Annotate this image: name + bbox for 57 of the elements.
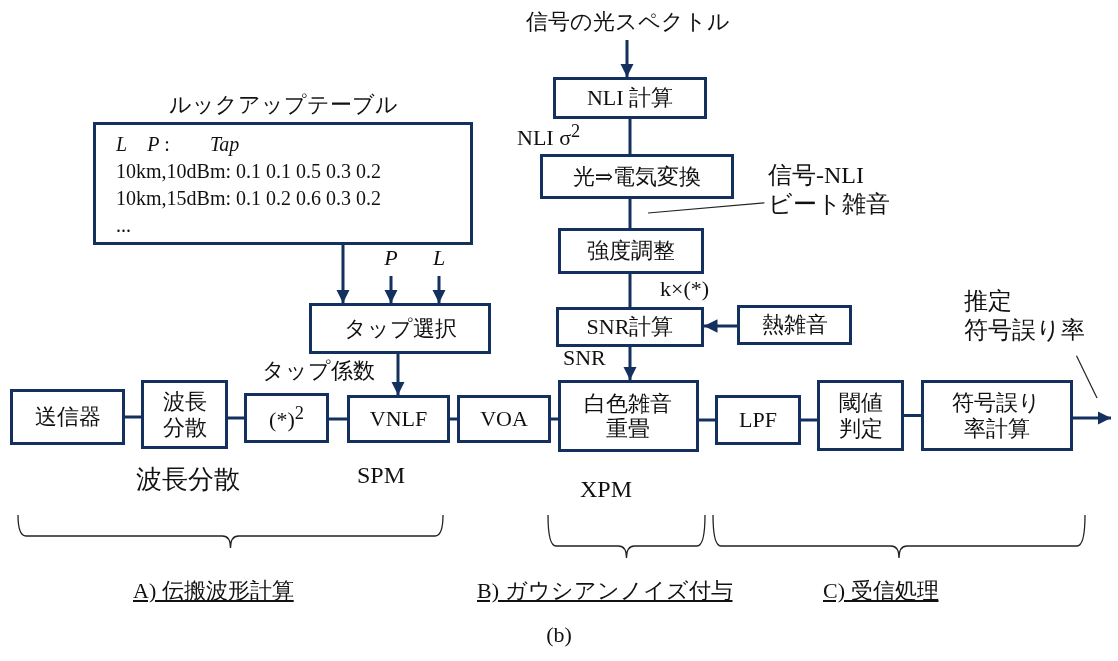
section-label: 波長分散 [136, 464, 240, 496]
process-box: 強度調整 [558, 228, 704, 274]
connector-line [329, 417, 347, 421]
arrow [384, 276, 398, 303]
connector-line [125, 415, 141, 419]
table-row-text: ... [116, 213, 132, 238]
connector-line [551, 417, 558, 421]
group-title: A) 伝搬波形計算 [133, 577, 294, 605]
process-box: 送信器 [10, 389, 125, 445]
section-label: SPM [357, 462, 406, 489]
process-box: LPF [715, 395, 801, 445]
edge-label: タップ係数 [262, 357, 375, 385]
annotation-text: 推定 符号誤り率 [964, 284, 1116, 348]
process-box: SNR計算 [556, 307, 704, 347]
table-heading: ルックアップテーブル [167, 91, 399, 119]
annotation-text: 信号-NLI ビート雑音 [768, 158, 948, 222]
group-title: C) 受信処理 [823, 577, 939, 605]
table-row-text: 10km,15dBm: 0.1 0.2 0.6 0.3 0.2 [116, 186, 382, 211]
leader-line [647, 202, 765, 214]
process-box: 光⇒電気変換 [540, 154, 734, 199]
arrow [704, 319, 737, 333]
arrow [623, 347, 637, 380]
table-row-text: L P : Tap [116, 132, 241, 158]
process-box: 熱雑音 [737, 305, 852, 345]
arrow [336, 245, 350, 303]
section-label: XPM [580, 476, 633, 503]
group-title: B) ガウシアンノイズ付与 [477, 577, 733, 605]
process-box: VNLF [347, 395, 450, 443]
caption: (b) [545, 622, 573, 648]
process-box: 閾値判定 [817, 380, 904, 451]
connector-line [228, 416, 244, 420]
table-row-text: 10km,10dBm: 0.1 0.1 0.5 0.3 0.2 [116, 159, 382, 184]
process-box: 波長分散 [141, 380, 228, 449]
connector-line [904, 414, 921, 417]
edge-label: NLI σ$^{2}$ [517, 121, 581, 152]
edge-label: SNR [563, 345, 606, 371]
input-label: P [376, 244, 406, 272]
connector-line [628, 199, 632, 228]
leader-line [1075, 355, 1098, 399]
process-box: 白色雑音重畳 [558, 380, 699, 452]
process-box: VOA [457, 395, 551, 443]
connector-line [628, 274, 632, 307]
connector-line [450, 417, 457, 421]
input-label: L [424, 244, 454, 272]
process-box: タップ選択 [309, 303, 491, 354]
arrow [1073, 411, 1111, 425]
connector-line [628, 119, 632, 154]
arrow [432, 276, 446, 303]
connector-line [801, 418, 817, 422]
process-box: NLI 計算 [553, 77, 707, 119]
process-box: (*)$^{2}$ [244, 393, 329, 443]
edge-label: k×(*) [660, 276, 710, 302]
arrow [391, 354, 405, 395]
connector-line [699, 418, 715, 422]
arrow [620, 40, 634, 77]
process-box: 符号誤り率計算 [921, 380, 1073, 451]
input-label: 信号の光スペクトル [510, 4, 745, 40]
